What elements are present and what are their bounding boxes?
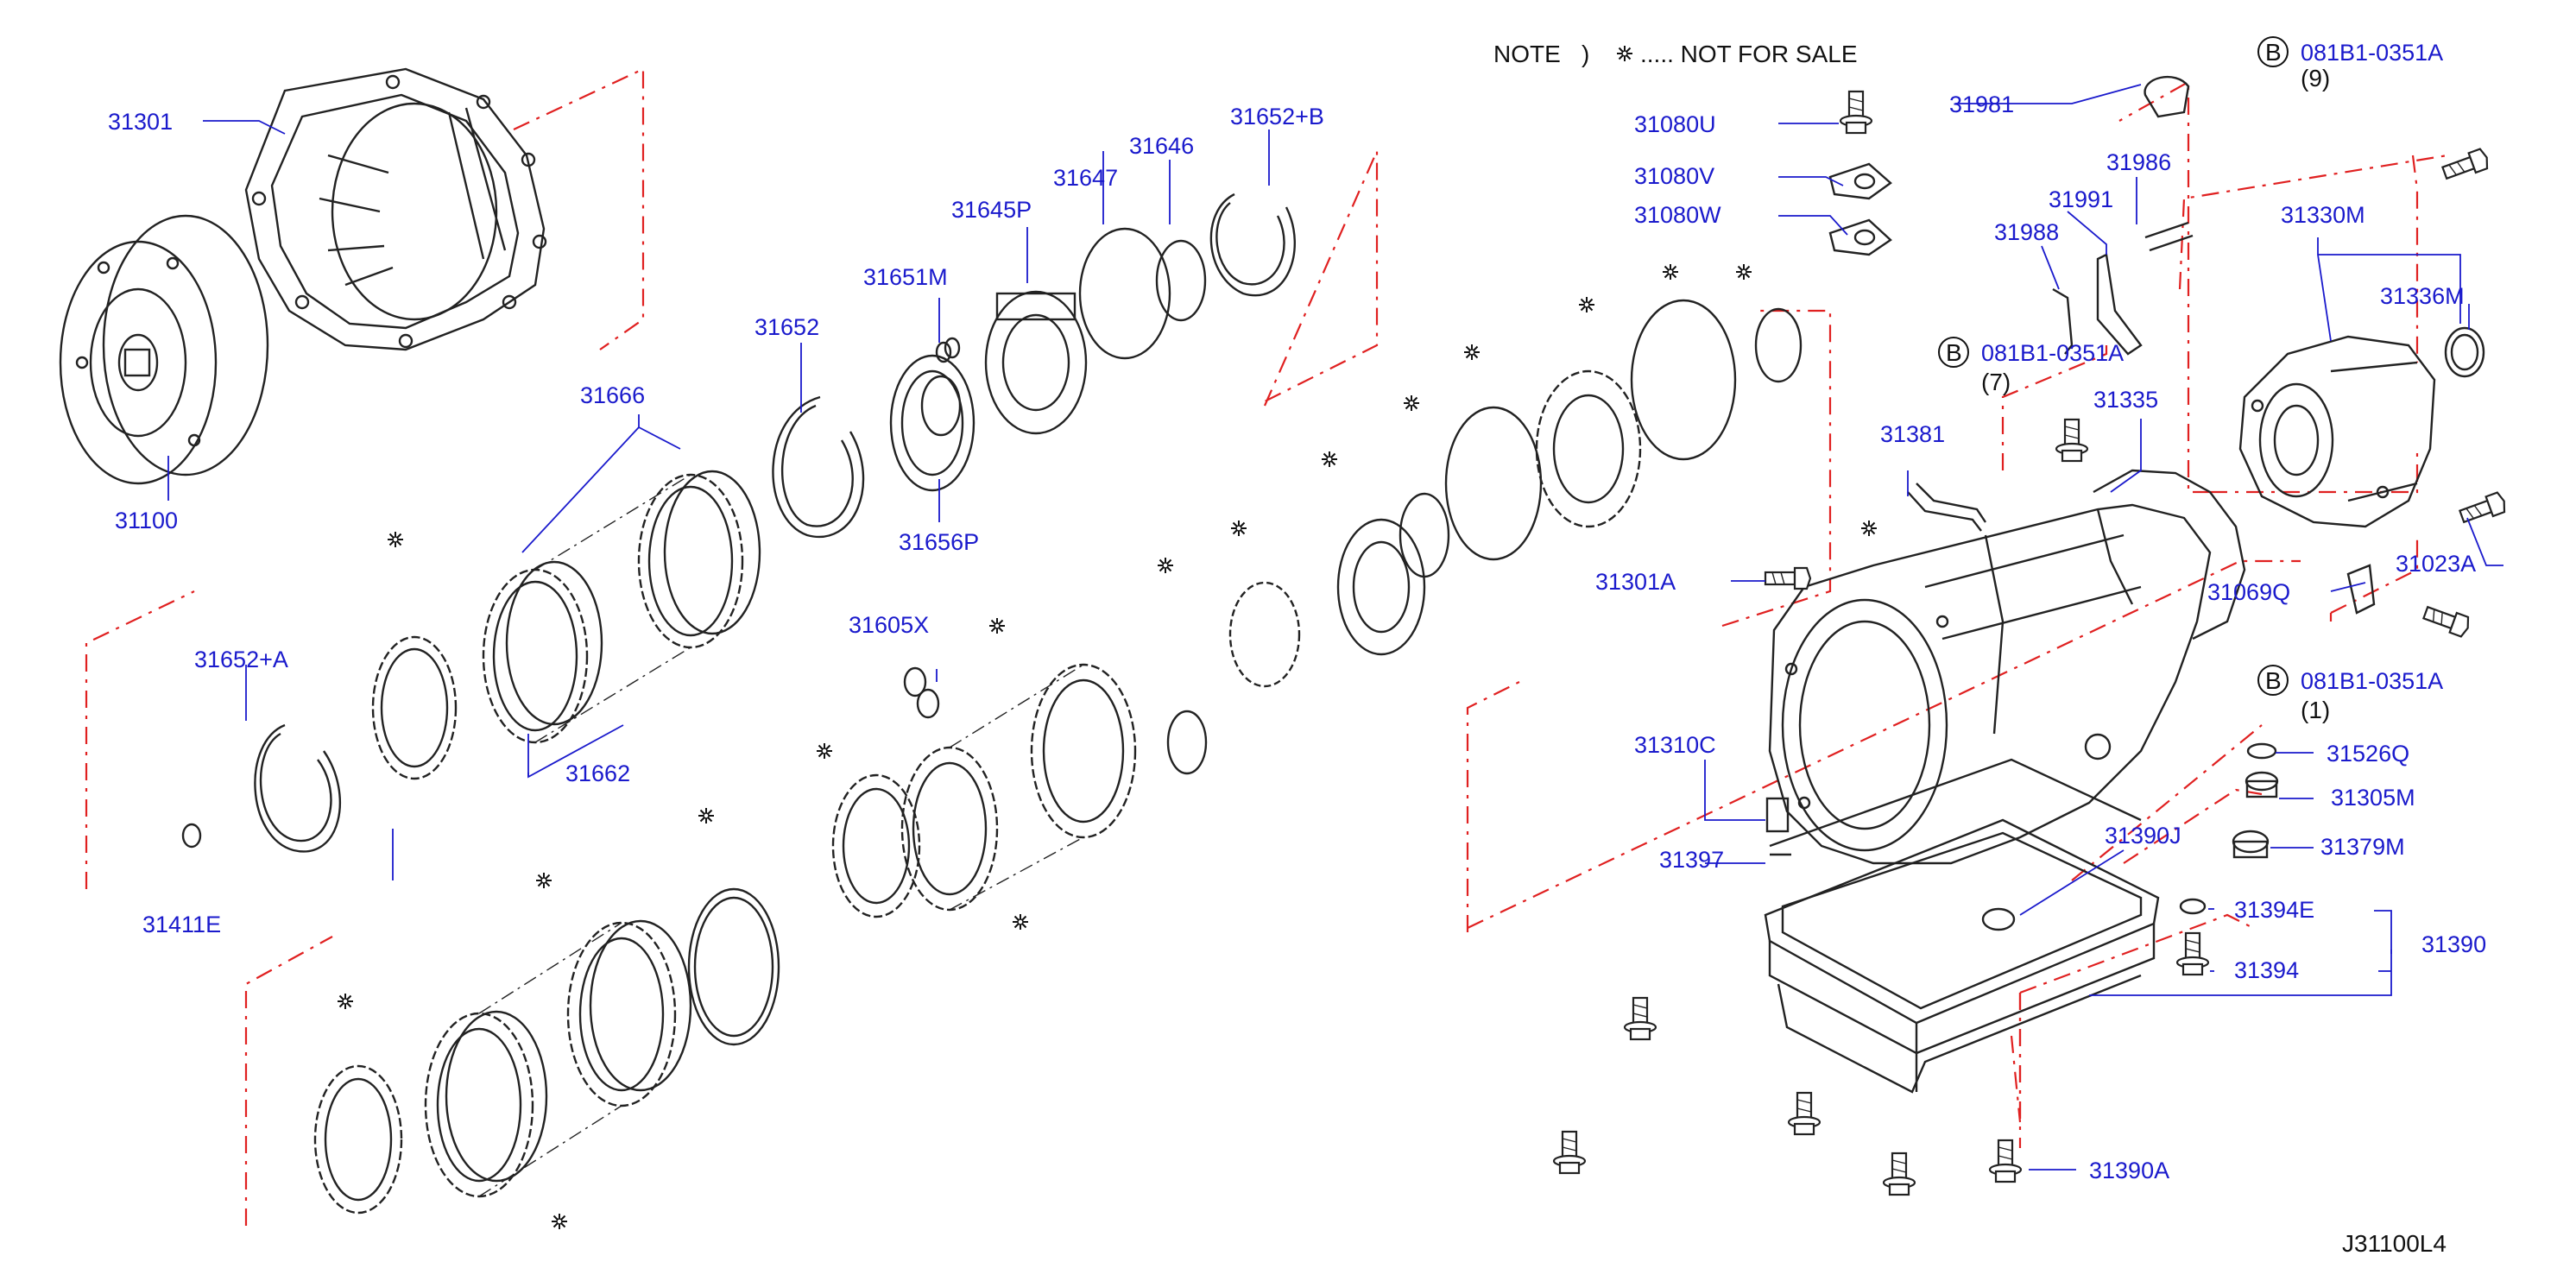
part-label-31310C[interactable]: 31310C	[1634, 732, 1716, 758]
not-for-sale-marker-icon	[551, 1213, 568, 1230]
part-label-31656P[interactable]: 31656P	[899, 529, 979, 555]
rings-top-middle	[772, 192, 1296, 539]
callout-badge: B	[1946, 339, 1962, 366]
part-label-31305M[interactable]: 31305M	[2331, 785, 2415, 811]
part-label-31069Q[interactable]: 31069Q	[2207, 579, 2290, 605]
part-label-31526Q[interactable]: 31526Q	[2327, 741, 2409, 767]
badge-circle	[2257, 36, 2289, 67]
callout-part-number: 081B1-0351A	[1981, 340, 2124, 366]
part-label-31646[interactable]: 31646	[1129, 133, 1194, 159]
torque-converter-31100	[59, 214, 269, 485]
part-label-31652-a[interactable]: 31652+A	[194, 647, 288, 672]
not-for-sale-marker-icon	[1157, 557, 1174, 574]
note-text: ..... NOT FOR SALE	[1640, 41, 1858, 67]
callout-quantity: (1)	[2301, 697, 2330, 723]
note-paren: )	[1582, 41, 1589, 67]
part-label-31080V[interactable]: 31080V	[1634, 163, 1714, 189]
not-for-sale-symbol-icon	[1616, 45, 1633, 62]
part-label-31100[interactable]: 31100	[115, 508, 178, 533]
transmission-case	[1768, 469, 2246, 865]
part-label-31381[interactable]: 31381	[1880, 421, 1945, 447]
callout-badge: B	[2265, 39, 2282, 66]
part-label-31662[interactable]: 31662	[565, 760, 630, 786]
not-for-sale-marker-icon	[337, 993, 354, 1010]
assembly-guide-lines	[85, 67, 2448, 1226]
part-label-31652-b[interactable]: 31652+B	[1230, 104, 1324, 129]
not-for-sale-marker-icon	[1860, 520, 1878, 537]
part-label-31336M[interactable]: 31336M	[2380, 283, 2465, 309]
clutch-pack-lower	[313, 887, 780, 1215]
oil-pan-31390	[1764, 758, 2160, 1094]
clutch-pack-31666	[181, 470, 761, 853]
part-label-31981[interactable]: 31981	[1949, 92, 2014, 117]
part-label-31390A[interactable]: 31390A	[2089, 1158, 2169, 1183]
bolt-callout-1[interactable]: B 081B1-0351A (9)	[2257, 36, 2443, 92]
part-label-31645P[interactable]: 31645P	[951, 197, 1032, 223]
not-for-sale-marker-icon	[988, 617, 1006, 634]
note-prefix: NOTE	[1493, 41, 1561, 67]
not-for-sale-marker-icon	[387, 531, 404, 548]
not-for-sale-marker-icon	[1662, 263, 1679, 281]
callout-part-number: 081B1-0351A	[2301, 668, 2443, 694]
callout-quantity: (7)	[1981, 369, 2011, 395]
part-label-31988[interactable]: 31988	[1994, 219, 2059, 245]
note-header: NOTE ) ..... NOT FOR SALE	[1493, 41, 1858, 67]
callout-badge: B	[2265, 667, 2282, 694]
part-label-31651M[interactable]: 31651M	[863, 264, 948, 290]
not-for-sale-marker-icon	[535, 872, 552, 889]
part-label-31080W[interactable]: 31080W	[1634, 202, 1721, 228]
part-label-31330M[interactable]: 31330M	[2281, 202, 2365, 228]
not-for-sale-marker-icon	[1012, 913, 1029, 931]
leader-lines	[167, 84, 2503, 1171]
not-for-sale-marker-icon	[1403, 394, 1420, 412]
part-label-31335[interactable]: 31335	[2093, 387, 2158, 413]
clutch-pack-middle	[831, 299, 1803, 918]
part-label-31991[interactable]: 31991	[2049, 186, 2113, 212]
part-label-31301A[interactable]: 31301A	[1595, 569, 1676, 595]
part-label-31411E[interactable]: 31411E	[142, 912, 221, 937]
part-label-31986[interactable]: 31986	[2106, 149, 2171, 175]
part-label-31379M[interactable]: 31379M	[2320, 834, 2405, 860]
part-labels: 31301 31100 31666 31662 31652 31656P 316…	[108, 92, 2486, 1183]
diagram-code: J31100L4	[2342, 1230, 2447, 1257]
extension-housing-31330M	[2238, 326, 2485, 528]
bolt-callout-2[interactable]: B 081B1-0351A (7)	[1938, 337, 2124, 395]
part-label-31666[interactable]: 31666	[580, 382, 645, 408]
not-for-sale-marker-icon	[1463, 344, 1481, 361]
bolt-callout-3[interactable]: B 081B1-0351A (1)	[2257, 665, 2443, 723]
part-label-31390[interactable]: 31390	[2421, 931, 2486, 957]
badge-circle	[2257, 665, 2289, 696]
not-for-sale-marker-icon	[1230, 520, 1247, 537]
callout-part-number: 081B1-0351A	[2301, 40, 2443, 66]
converter-housing-31301	[244, 67, 547, 351]
not-for-sale-marker-icon	[1578, 296, 1595, 313]
part-label-31023A[interactable]: 31023A	[2396, 551, 2476, 577]
not-for-sale-marker-icon	[1321, 451, 1338, 468]
part-label-31394[interactable]: 31394	[2234, 957, 2299, 983]
part-label-31647[interactable]: 31647	[1053, 165, 1118, 191]
part-label-31301[interactable]: 31301	[108, 109, 173, 135]
callout-quantity: (9)	[2301, 65, 2330, 92]
not-for-sale-marker-icon	[1735, 263, 1752, 281]
part-label-31080U[interactable]: 31080U	[1634, 111, 1716, 137]
part-label-31652[interactable]: 31652	[754, 314, 819, 340]
not-for-sale-marker-icon	[698, 807, 715, 824]
part-label-31397[interactable]: 31397	[1659, 847, 1724, 873]
part-label-31390J[interactable]: 31390J	[2105, 823, 2181, 849]
part-label-31605X[interactable]: 31605X	[849, 612, 929, 638]
not-for-sale-marker-icon	[816, 742, 833, 760]
badge-circle	[1938, 337, 1969, 368]
part-label-31394E[interactable]: 31394E	[2234, 897, 2314, 923]
